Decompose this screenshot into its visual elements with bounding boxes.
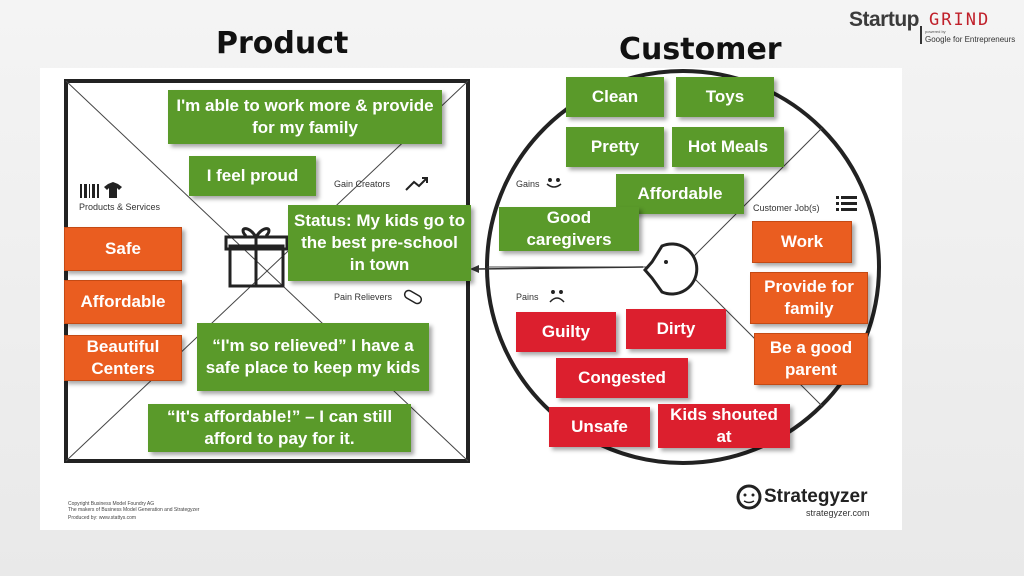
customer-heading: Customer [619, 32, 782, 67]
pain-reliever-note: “It's affordable!” – I can still afford … [148, 404, 411, 452]
makers-text: The makers of Business Model Generation … [68, 507, 200, 513]
pain-note: Congested [556, 358, 688, 398]
gain-creator-note: I'm able to work more & provide for my f… [168, 90, 442, 144]
product-service-note: Safe [64, 227, 182, 271]
frown-icon [549, 290, 565, 303]
fit-arrow-head [470, 265, 479, 273]
list-icon [836, 196, 857, 211]
smile-icon [546, 178, 562, 188]
products-tshirt-icon [104, 182, 122, 198]
pains-label: Pains [516, 292, 539, 302]
gain-note: Good caregivers [499, 207, 639, 251]
customer-job-note: Work [752, 221, 852, 263]
customer-job-note: Be a good parent [754, 333, 868, 385]
pain-reliever-note: “I'm so relieved” I have a safe place to… [197, 323, 429, 391]
logo-powered-text: powered by [925, 29, 946, 34]
customer-face-icon [643, 242, 699, 296]
product-service-note: Beautiful Centers [64, 335, 182, 381]
customer-jobs-label: Customer Job(s) [753, 203, 820, 213]
gift-icon [224, 227, 289, 288]
strategyzer-logo-icon [736, 484, 762, 510]
gain-creators-label: Gain Creators [334, 179, 391, 189]
startup-grind-logo: Startup GRIND powered by Google for Entr… [849, 8, 1024, 48]
circle-divider-upper [682, 127, 823, 268]
trend-up-icon [405, 177, 428, 191]
pill-icon [403, 289, 423, 305]
logo-grind-text: GRIND [929, 10, 991, 30]
gain-note: Clean [566, 77, 664, 117]
logo-divider [920, 26, 922, 44]
gains-label: Gains [516, 179, 540, 189]
strategyzer-url: strategyzer.com [806, 508, 870, 518]
produced-by-text: Produced by: www.stattys.com [68, 515, 137, 521]
pain-note: Unsafe [549, 407, 650, 447]
gain-note: Hot Meals [672, 127, 784, 167]
square-diagonal-2 [65, 80, 469, 462]
gain-creator-note: Status: My kids go to the best pre-schoo… [288, 205, 471, 281]
logo-startup-text: Startup [849, 8, 920, 31]
pain-note: Guilty [516, 312, 616, 352]
logo-google-text: Google for Entrepreneurs [925, 35, 1016, 44]
gain-note: Toys [676, 77, 774, 117]
pain-relievers-label: Pain Relievers [334, 292, 393, 302]
product-heading: Product [216, 26, 349, 61]
copyright-text: Copyright Business Model Foundry AG [68, 501, 155, 507]
gain-creator-note: I feel proud [189, 156, 316, 196]
fit-arrow-line [475, 266, 644, 270]
product-service-note: Affordable [64, 280, 182, 324]
gain-note: Pretty [566, 127, 664, 167]
pain-note: Kids shouted at [658, 404, 790, 448]
products-barcode-icon [80, 184, 99, 198]
pain-note: Dirty [626, 309, 726, 349]
gain-note: Affordable [616, 174, 744, 214]
strategyzer-brand: Strategyzer [764, 486, 868, 507]
customer-job-note: Provide for family [750, 272, 868, 324]
products-services-label: Products & Services [79, 202, 161, 212]
